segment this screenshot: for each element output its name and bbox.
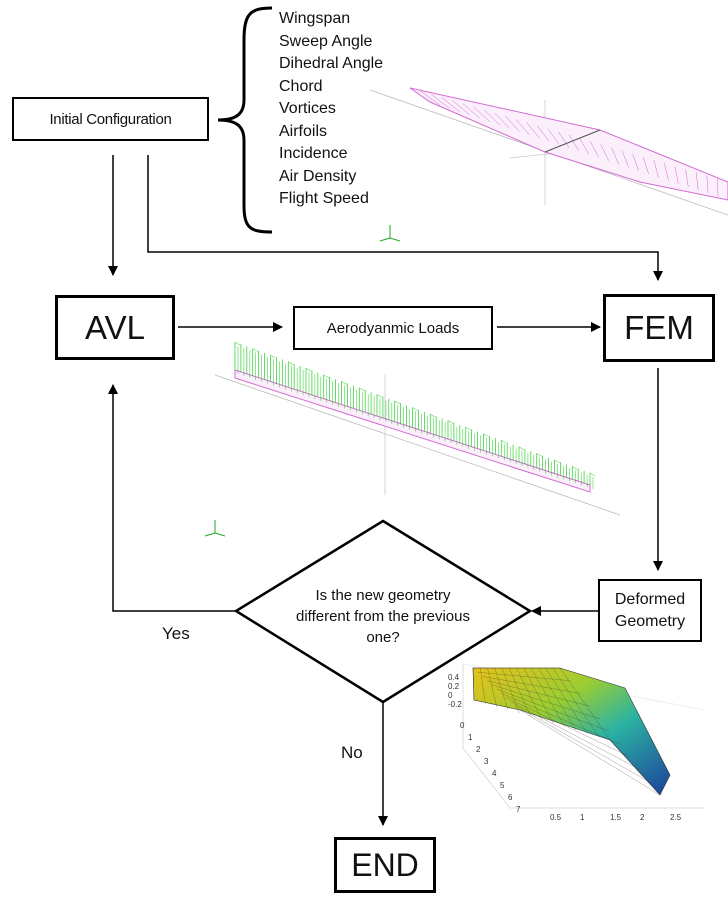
svg-text:0.2: 0.2 <box>448 682 460 691</box>
decision-text-3: one? <box>366 629 400 646</box>
param-air-density: Air Density <box>279 167 357 185</box>
param-dihedral-angle: Dihedral Angle <box>279 55 384 72</box>
decision-text-1: Is the new geometry <box>315 587 451 604</box>
curly-brace <box>217 6 273 234</box>
param-airfoils: Airfoils <box>279 122 328 140</box>
svg-text:7: 7 <box>516 805 521 814</box>
param-flight-speed: Flight Speed <box>279 190 369 207</box>
svg-text:6: 6 <box>508 793 513 802</box>
svg-text:1.5: 1.5 <box>610 813 622 822</box>
initial-configuration-box: Initial Configuration <box>12 97 209 141</box>
param-chord: Chord <box>279 77 323 95</box>
svg-text:-0.2: -0.2 <box>448 700 462 709</box>
avl-box: AVL <box>55 295 175 360</box>
param-wingspan: Wingspan <box>279 10 351 27</box>
parameter-list: Wingspan Sweep Angle Dihedral Angle Chor… <box>279 8 383 211</box>
param-incidence: Incidence <box>279 145 348 162</box>
avl-label: AVL <box>85 308 145 346</box>
decision-diamond <box>233 519 533 704</box>
fem-label: FEM <box>624 309 694 346</box>
param-sweep-angle: Sweep Angle <box>279 32 373 50</box>
svg-text:1: 1 <box>468 733 473 742</box>
svg-text:0.5: 0.5 <box>550 813 562 822</box>
connectors <box>108 155 663 826</box>
fem-box: FEM <box>603 294 715 362</box>
axis-triad-icon <box>204 520 226 537</box>
deformed-geometry-label-2: Geometry <box>614 612 686 630</box>
svg-text:0: 0 <box>448 691 453 700</box>
svg-text:0.4: 0.4 <box>448 673 460 682</box>
aerodynamic-loads-label: Aerodyanmic Loads <box>326 319 460 337</box>
svg-text:0: 0 <box>460 721 465 730</box>
decision-text-2: different from the previous <box>296 608 470 625</box>
svg-text:2: 2 <box>640 813 645 822</box>
deformed-geometry-box: Deformed Geometry <box>598 579 702 642</box>
decision-text: Is the new geometry different from the p… <box>283 585 483 648</box>
svg-text:2.5: 2.5 <box>670 813 682 822</box>
svg-text:2: 2 <box>476 745 481 754</box>
deformed-geometry-label-1: Deformed <box>614 590 686 608</box>
svg-text:4: 4 <box>492 769 497 778</box>
end-box: END <box>334 837 436 893</box>
initial-configuration-label: Initial Configuration <box>49 110 172 128</box>
wing-loads-illustration <box>214 341 621 516</box>
param-vortices: Vortices <box>279 100 336 117</box>
svg-text:1: 1 <box>580 813 585 822</box>
wing-mesh-illustration <box>369 87 728 216</box>
axis-triad-icon <box>379 225 401 242</box>
svg-text:5: 5 <box>500 781 505 790</box>
svg-text:3: 3 <box>484 757 489 766</box>
yes-label: Yes <box>162 624 190 643</box>
aerodynamic-loads-box: Aerodyanmic Loads <box>293 306 493 350</box>
no-label: No <box>341 743 363 762</box>
end-label: END <box>351 846 419 883</box>
